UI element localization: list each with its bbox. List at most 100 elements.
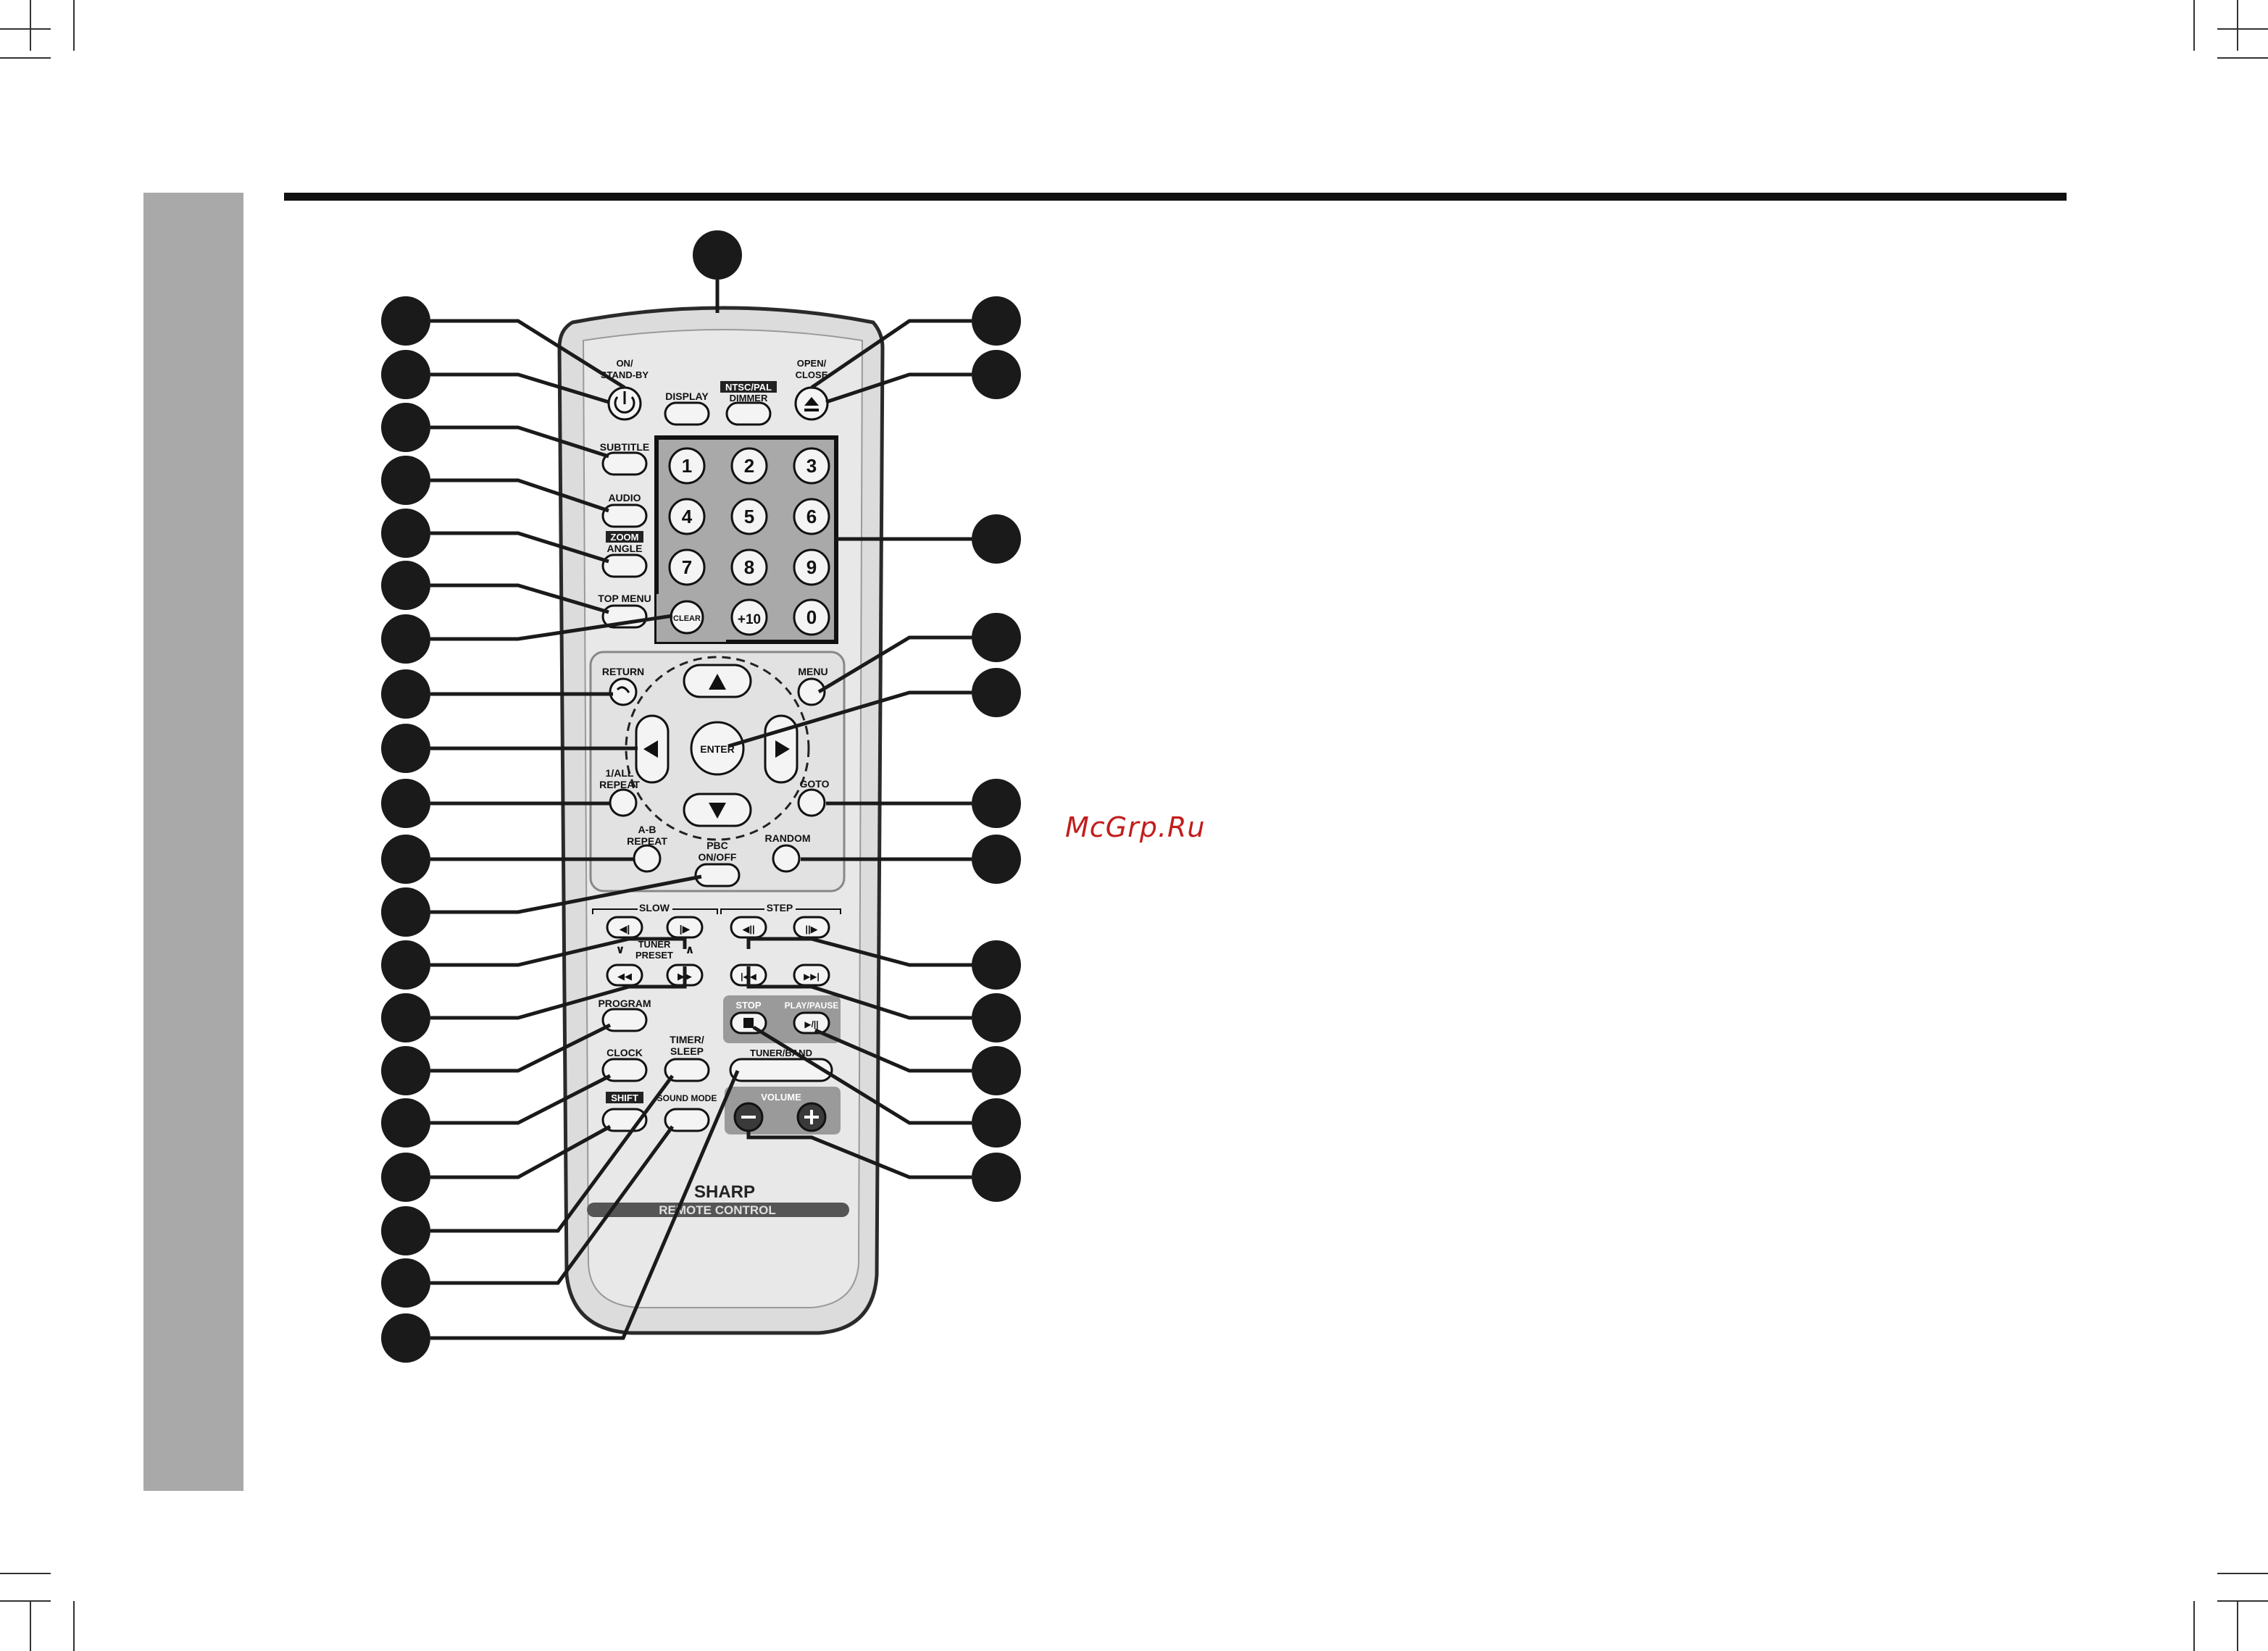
callout-marker [381, 1098, 430, 1148]
callout-leader-line [814, 1028, 972, 1073]
clock-label: CLOCK [606, 1047, 643, 1058]
callout-marker [972, 993, 1021, 1042]
enter-label: ENTER [700, 743, 734, 755]
volume-label: VOLUME [761, 1092, 801, 1103]
preset-up-icon: ∧ [685, 944, 695, 956]
callout-leader-line [430, 874, 702, 914]
dimmer-button [725, 401, 772, 426]
callout-marker [381, 835, 430, 884]
callout-leader-line [746, 1132, 972, 1179]
slow-reverse-button [606, 916, 643, 939]
repeat-button [609, 788, 638, 817]
open-close-label: OPEN/ [797, 358, 827, 369]
number-key-7-label: 7 [682, 556, 692, 578]
timer-sleep-label: TIMER/ [670, 1034, 704, 1045]
ntsc-pal-badge [720, 381, 777, 393]
callout-leader-line [430, 966, 687, 1020]
number-key-1-label: 1 [682, 455, 692, 477]
callout-leader-line [430, 1125, 675, 1285]
callout-marker [381, 993, 430, 1042]
callout-leader-line [746, 966, 972, 1020]
callout-leader-line [430, 614, 673, 641]
angle-button [601, 553, 648, 578]
random-button [772, 844, 801, 873]
callout-leader-line [752, 1025, 972, 1125]
eject-icon [804, 409, 819, 411]
callout-leader-line [430, 1124, 612, 1179]
number-key-0 [793, 598, 830, 636]
clear-label: CLEAR [673, 614, 701, 623]
eject-icon [804, 397, 819, 406]
number-key-9 [793, 548, 830, 586]
pbc-button [694, 863, 741, 887]
number-key-2 [730, 447, 768, 485]
number-key-6-label: 6 [806, 506, 817, 527]
callout-marker [972, 1046, 1021, 1095]
return-label: RETURN [602, 666, 644, 677]
program-button [601, 1008, 648, 1032]
timer-sleep-label: SLEEP [670, 1045, 704, 1057]
callout-leader-line [430, 1074, 612, 1125]
callout-marker [381, 350, 430, 399]
shift-label: SHIFT [611, 1092, 638, 1103]
stop-icon [743, 1018, 754, 1028]
callout-leader-line [430, 1070, 740, 1340]
number-key-3-label: 3 [806, 455, 817, 477]
dimmer-label: DIMMER [730, 393, 768, 404]
number-key-plus10 [730, 598, 768, 636]
callout-marker [381, 403, 430, 452]
angle-label: ANGLE [607, 543, 643, 554]
slow-forward-icon: |▶ [680, 923, 691, 935]
play-pause-icon: ▶/|| [804, 1019, 818, 1029]
callout-marker [381, 1153, 430, 1202]
number-key-1 [668, 447, 706, 485]
callout-marker [381, 561, 430, 610]
callout-leader-line [810, 319, 972, 390]
step-forward-icon: ||▶ [805, 924, 817, 935]
ab-repeat-button [633, 844, 662, 873]
number-key-5-label: 5 [744, 506, 754, 527]
remote-control-label: REMOTE CONTROL [659, 1203, 776, 1217]
number-key-7 [668, 548, 706, 586]
step-label: STEP [767, 902, 793, 914]
callout-leader-line [430, 583, 609, 614]
callout-marker [972, 940, 1021, 990]
enter-button [690, 721, 745, 776]
pbc-label: PBC [706, 840, 728, 851]
number-key-9-label: 9 [806, 556, 817, 578]
callout-leader-line [430, 319, 626, 390]
play-pause-button [793, 1011, 830, 1035]
callout-marker [381, 724, 430, 773]
callout-marker [381, 1046, 430, 1095]
subtitle-button [601, 451, 648, 476]
callout-marker [972, 668, 1021, 717]
callout-marker [381, 887, 430, 937]
callout-marker [381, 669, 430, 719]
callout-marker [381, 456, 430, 505]
plus-icon [810, 1110, 813, 1124]
tuner-preset-label: PRESET [635, 950, 673, 961]
open-close-label: CLOSE [796, 369, 828, 380]
sound-mode-label: SOUND MODE [657, 1093, 717, 1103]
callout-leader-line [430, 1023, 612, 1073]
callout-leader-line [430, 937, 687, 967]
callout-marker [972, 779, 1021, 828]
callout-marker [972, 835, 1021, 884]
callout-marker [972, 613, 1021, 662]
callout-marker [381, 1206, 430, 1255]
callout-marker [381, 509, 430, 558]
ab-repeat-label: A-B [638, 824, 656, 835]
callout-marker [693, 230, 742, 280]
number-key-0-label: 0 [806, 606, 817, 628]
program-label: PROGRAM [598, 998, 651, 1009]
display-label: DISPLAY [665, 390, 709, 402]
callout-marker [381, 1313, 430, 1363]
play-pause-label: PLAY/PAUSE [785, 1000, 839, 1011]
on-standby-label: ON/ [616, 358, 633, 369]
zoom-label: ZOOM [611, 532, 639, 543]
side-tab [143, 193, 243, 1491]
callout-marker [381, 779, 430, 828]
left-arrow-icon [643, 740, 658, 758]
up-arrow-icon [709, 674, 726, 690]
